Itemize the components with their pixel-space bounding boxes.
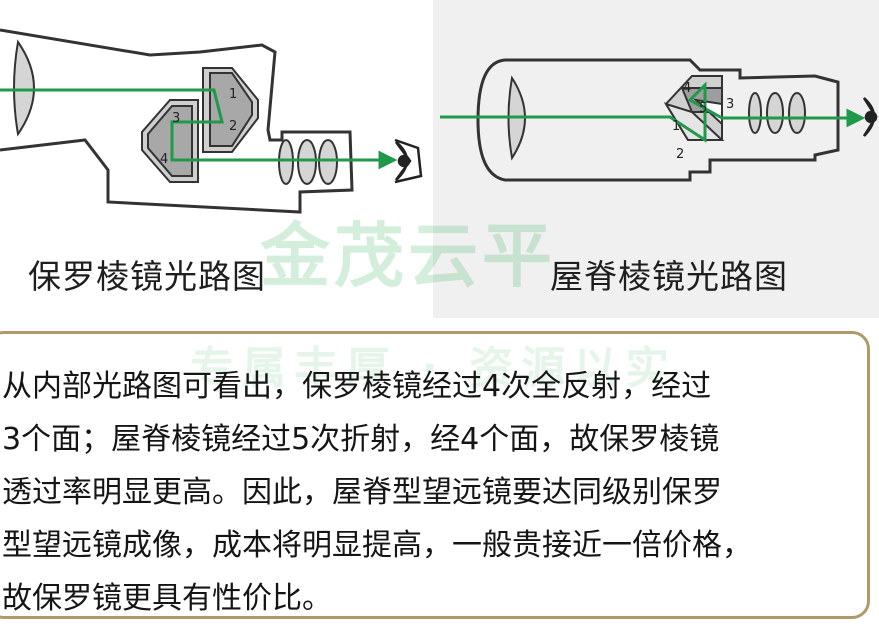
roof-face-4: 4 bbox=[683, 81, 691, 96]
porro-eyepiece-lenses bbox=[278, 139, 338, 185]
roof-face-1: 1 bbox=[672, 119, 680, 134]
porro-face-labels: 1 2 3 4 bbox=[160, 87, 237, 167]
porro-face-3: 3 bbox=[172, 111, 180, 126]
roof-eye-icon bbox=[862, 97, 878, 137]
roof-light-path bbox=[440, 81, 866, 143]
porro-eye-icon bbox=[394, 138, 423, 184]
roof-caption: 屋脊棱镜光路图 bbox=[550, 257, 788, 296]
porro-light-path bbox=[0, 88, 398, 170]
watermark-slogan: 专属丰厚 · 资源以实 bbox=[190, 343, 678, 394]
porro-prism-lower bbox=[141, 99, 199, 183]
roof-face-labels: 4 5 3 1 2 bbox=[672, 81, 734, 162]
porro-binocular-outline bbox=[0, 28, 354, 214]
roof-face-3: 3 bbox=[726, 97, 734, 112]
optical-path-diagram: 1 2 3 4 4 5 bbox=[0, 0, 879, 318]
porro-caption: 保罗棱镜光路图 bbox=[28, 257, 266, 296]
porro-face-4: 4 bbox=[160, 152, 168, 167]
roof-eyepiece-lenses bbox=[748, 92, 806, 134]
porro-objective-lens bbox=[13, 39, 35, 137]
roof-face-2: 2 bbox=[676, 147, 684, 162]
diagram-svg: 1 2 3 4 4 5 bbox=[0, 28, 878, 214]
roof-face-5: 5 bbox=[699, 101, 707, 116]
porro-face-1: 1 bbox=[229, 87, 237, 102]
porro-prism-upper bbox=[202, 67, 259, 153]
watermark-logo-text: 金茂云平 bbox=[260, 215, 556, 297]
explanation-box bbox=[0, 331, 870, 619]
explanation-text: 从内部光路图可看出，保罗棱镜经过4次全反射，经过 3个面；屋脊棱镜经过5次折射，… bbox=[2, 369, 752, 616]
roof-binocular-outline bbox=[476, 58, 840, 182]
porro-face-2: 2 bbox=[229, 119, 237, 134]
